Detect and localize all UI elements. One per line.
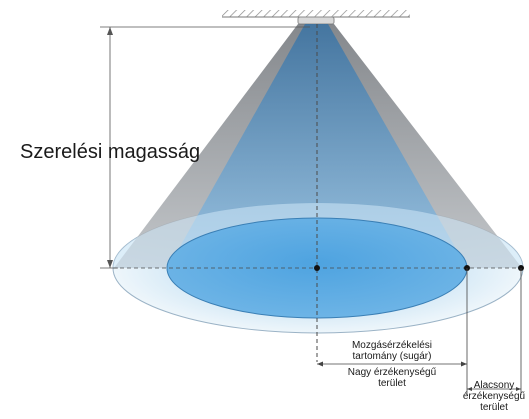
center-point (314, 265, 320, 271)
low-sensitivity-label-line3: terület (480, 402, 508, 413)
height-arrow-bottom (107, 260, 113, 268)
motion-sensor (297, 16, 335, 25)
mounting-height-label: Szerelési magasság (20, 141, 200, 163)
low-sensitivity-label-line2: érzékenységű (463, 391, 526, 402)
height-arrow-top (107, 27, 113, 35)
radius-arrow-left (317, 361, 323, 367)
ceiling (222, 10, 410, 17)
low-band-arrow-left (467, 387, 472, 391)
radius-arrow-right (461, 361, 467, 367)
high-sensitivity-label-line1: Nagy érzékenységű (348, 367, 437, 378)
low-band-arrow-right (516, 387, 521, 391)
low-sensitivity-label-line1: Alacsony (474, 380, 515, 391)
high-sensitivity-label-line2: terület (378, 378, 406, 389)
detection-range-label-line1: Mozgásérzékelési (352, 340, 432, 351)
detection-range-label-line2: tartomány (sugár) (353, 351, 432, 362)
